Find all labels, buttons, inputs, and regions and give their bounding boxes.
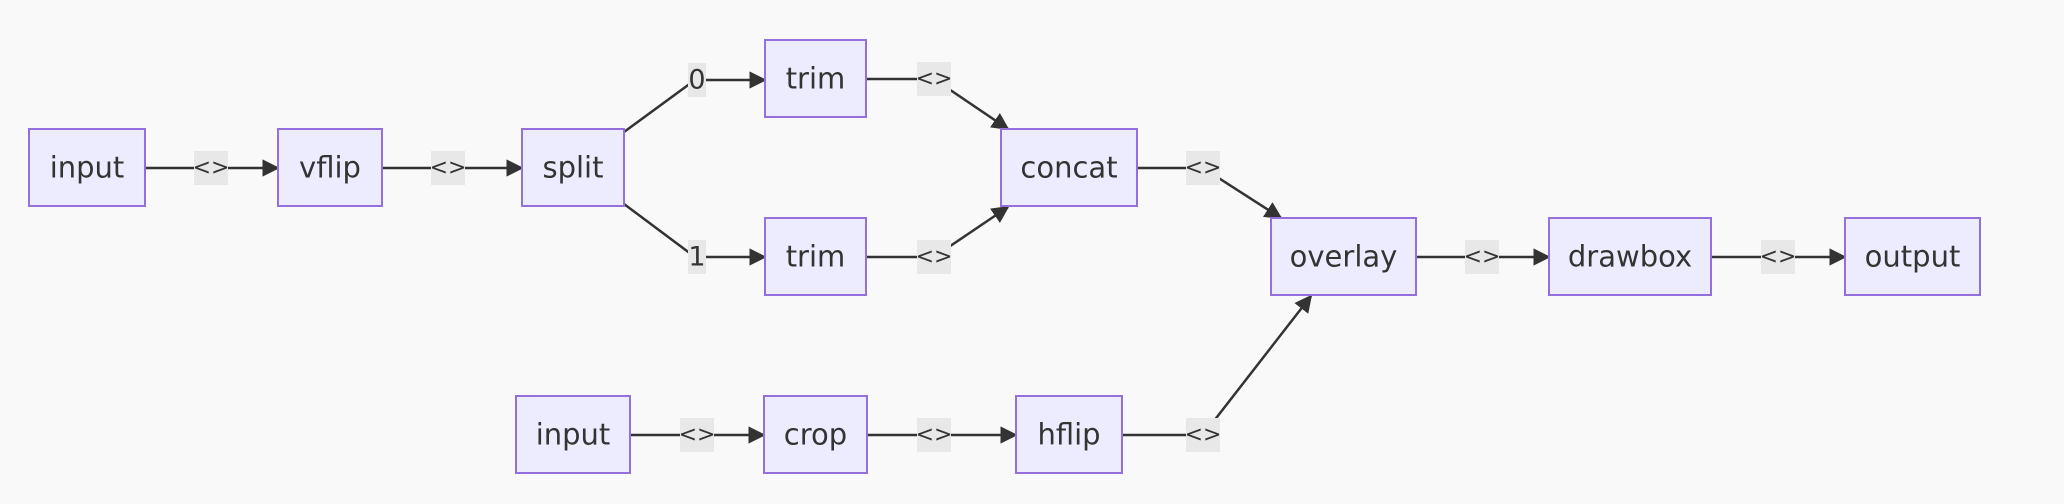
edge-label-hflip-to-overlay: <> (1185, 418, 1222, 452)
edge-label-text: <> (916, 423, 953, 448)
node-vflip[interactable]: vflip (277, 128, 383, 207)
edge-label-text: <> (1185, 156, 1222, 181)
edge-label-text: <> (916, 67, 953, 92)
edge-label-text: <> (1185, 423, 1222, 448)
node-label: concat (1020, 151, 1117, 185)
node-input1[interactable]: input (28, 128, 146, 207)
edge-label-drawbox-to-output: <> (1760, 240, 1797, 274)
node-label: hflip (1037, 418, 1100, 452)
edge-label-text: <> (916, 245, 953, 270)
edge-label-text: <> (1760, 245, 1797, 270)
edge-label-text: <> (193, 156, 230, 181)
edge-label-background (1761, 240, 1795, 274)
node-box[interactable] (277, 128, 383, 207)
edge-label-text: <> (430, 156, 467, 181)
node-label: trim (786, 62, 846, 96)
node-box[interactable] (1000, 128, 1138, 207)
edge-label-background (680, 418, 714, 452)
edge-label-background (1186, 151, 1220, 185)
node-box[interactable] (1844, 217, 1981, 296)
edge-label-background (1186, 418, 1220, 452)
node-trim0[interactable]: trim (764, 39, 867, 118)
edge-label-input1-to-vflip: <> (193, 151, 230, 185)
node-trim1[interactable]: trim (764, 217, 867, 296)
node-box[interactable] (28, 128, 146, 207)
edge-label-background (1465, 240, 1499, 274)
edge-label-background (917, 240, 951, 274)
node-box[interactable] (764, 39, 867, 118)
edge-label-split-to-trim1: 1 (688, 240, 706, 274)
node-drawbox[interactable]: drawbox (1548, 217, 1712, 296)
node-label: split (542, 151, 603, 185)
edge-label-overlay-to-drawbox: <> (1464, 240, 1501, 274)
node-input2[interactable]: input (515, 395, 631, 474)
edge-label-background (917, 62, 951, 96)
edge-label-background (688, 240, 706, 274)
node-label: trim (786, 240, 846, 274)
edge-label-background (431, 151, 465, 185)
edge-label-crop-to-hflip: <> (916, 418, 953, 452)
edge-label-text: <> (679, 423, 716, 448)
node-box[interactable] (1270, 217, 1417, 296)
node-box[interactable] (764, 217, 867, 296)
node-box[interactable] (1548, 217, 1712, 296)
node-label: vflip (299, 151, 361, 185)
edge-hflip-to-overlay (1122, 294, 1313, 437)
node-hflip[interactable]: hflip (1015, 395, 1123, 474)
node-label: crop (784, 418, 847, 452)
edge-label-background (917, 418, 951, 452)
node-label: overlay (1290, 240, 1398, 274)
node-crop[interactable]: crop (763, 395, 868, 474)
node-overlay[interactable]: overlay (1270, 217, 1417, 296)
node-label: input (50, 151, 125, 185)
edge-label-text: 0 (688, 65, 705, 96)
edge-label-trim1-to-concat: <> (916, 240, 953, 274)
edge-label-background (688, 63, 706, 97)
node-concat[interactable]: concat (1000, 128, 1138, 207)
node-label: output (1865, 240, 1961, 274)
node-label: input (536, 418, 611, 452)
edge-label-vflip-to-split: <> (430, 151, 467, 185)
node-box[interactable] (1015, 395, 1123, 474)
node-label: drawbox (1568, 240, 1692, 274)
node-box[interactable] (515, 395, 631, 474)
edge-label-concat-to-overlay: <> (1185, 151, 1222, 185)
node-output[interactable]: output (1844, 217, 1981, 296)
edge-label-trim0-to-concat: <> (916, 62, 953, 96)
node-split[interactable]: split (521, 128, 625, 207)
edge-label-text: <> (1464, 245, 1501, 270)
edge-label-text: 1 (688, 242, 705, 273)
node-box[interactable] (763, 395, 868, 474)
node-box[interactable] (521, 128, 625, 207)
edge-label-background (194, 151, 228, 185)
edge-label-split-to-trim0: 0 (688, 63, 706, 97)
edge-label-input2-to-crop: <> (679, 418, 716, 452)
